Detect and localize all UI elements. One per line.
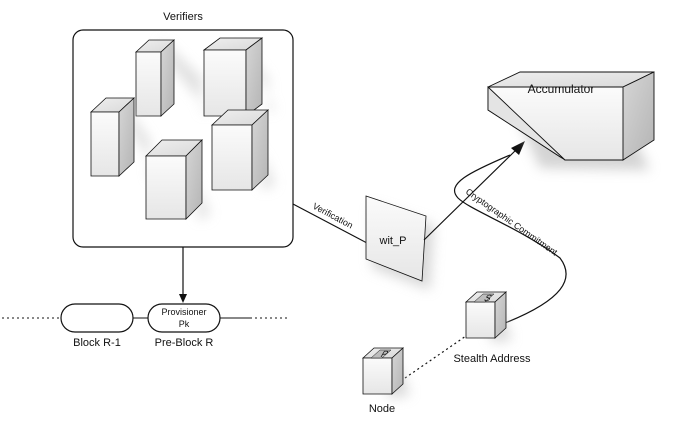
verification-label: Verification xyxy=(311,201,355,231)
block-pre-line1: Provisioner xyxy=(161,307,206,317)
witness-label: wit_P xyxy=(379,235,407,247)
block-pre xyxy=(147,303,221,333)
node-caption: Node xyxy=(369,403,395,415)
block-pre-line2: Pk xyxy=(179,319,190,329)
stealth-address-cube xyxy=(464,291,512,342)
accumulator-box xyxy=(487,71,655,170)
verifiers-to-preblock-arrow xyxy=(179,247,187,303)
stealth-caption: Stealth Address xyxy=(453,353,531,365)
block-pre-caption: Pre-Block R xyxy=(155,337,214,349)
witness-to-accumulator-arrow xyxy=(423,141,525,241)
block-prev xyxy=(60,303,134,333)
verifiers-title: Verifiers xyxy=(163,11,203,23)
node-letter: P xyxy=(378,350,390,360)
stealth-letter: S xyxy=(482,294,494,304)
witness-card xyxy=(365,195,434,290)
verification-edge xyxy=(292,203,368,244)
accumulator-label: Accumulator xyxy=(528,82,595,96)
commitment-label: Cryptographic Commitment xyxy=(464,186,560,257)
verifier-server-2 xyxy=(202,37,275,117)
node-to-stealth-link xyxy=(404,335,467,379)
node-cube xyxy=(361,347,410,398)
commitment-curve xyxy=(453,154,567,326)
block-prev-caption: Block R-1 xyxy=(73,337,121,349)
verifier-server-5 xyxy=(145,139,210,220)
verifier-server-1 xyxy=(134,38,210,117)
verifier-server-4 xyxy=(210,109,275,191)
